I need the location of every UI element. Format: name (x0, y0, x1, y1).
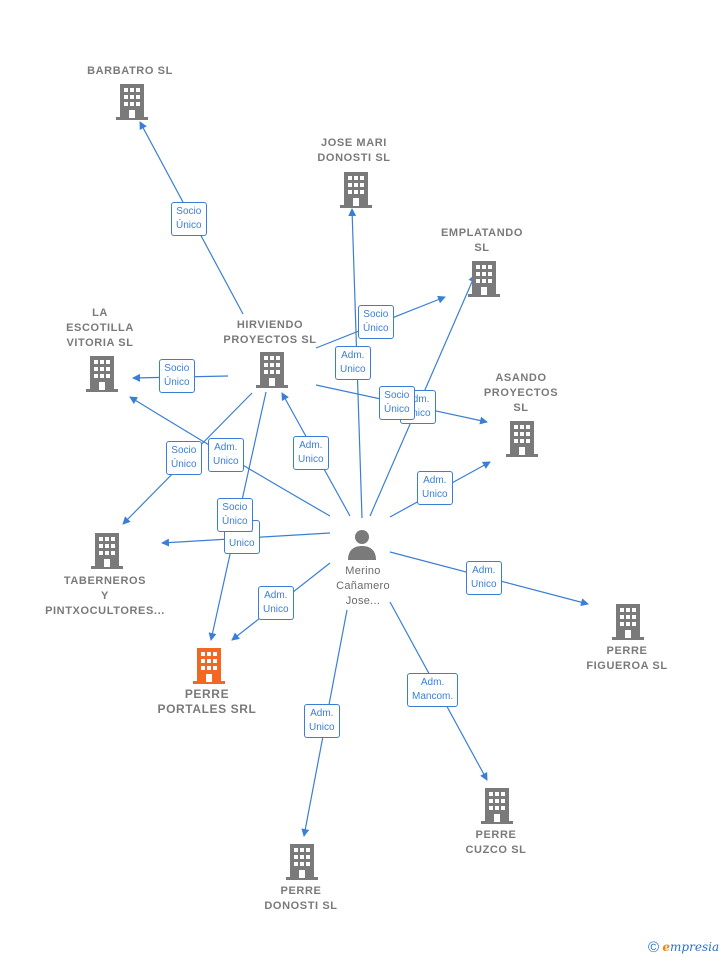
relation-badge[interactable]: Socio Único (159, 359, 195, 393)
node-label-emplatando[interactable]: EMPLATANDO SL (441, 227, 523, 254)
relation-badge[interactable]: Adm. Unico (208, 438, 244, 472)
relation-badge[interactable]: Socio Único (166, 441, 202, 475)
node-label-perre-cuzco[interactable]: PERRE CUZCO SL (465, 829, 527, 856)
relation-badge[interactable]: Adm. Unico (304, 704, 340, 738)
node-label-hirviendo[interactable]: HIRVIENDO PROYECTOS SL (223, 319, 317, 346)
node-label-taberneros[interactable]: TABERNEROS Y PINTXOCULTORES... (45, 575, 165, 617)
building-icon[interactable] (481, 788, 513, 824)
node-label-barbatro[interactable]: BARBATRO SL (87, 65, 173, 77)
building-icon[interactable] (506, 421, 538, 457)
relation-badge[interactable]: Adm. Unico (417, 471, 453, 505)
building-icon[interactable] (91, 533, 123, 569)
node-label-perre-figueroa[interactable]: PERRE FIGUEROA SL (586, 645, 668, 672)
building-icon[interactable] (286, 844, 318, 880)
relation-badge[interactable]: Adm. Unico (466, 561, 502, 595)
footer-brand[interactable]: © empresia (648, 939, 719, 956)
building-icon[interactable] (468, 261, 500, 297)
building-icon[interactable] (116, 84, 148, 120)
brand-name: mpresia (670, 940, 720, 954)
building-icon[interactable] (340, 172, 372, 208)
node-label-asando[interactable]: ASANDO PROYECTOS SL (483, 372, 559, 414)
relation-badge[interactable]: Socio Único (217, 498, 253, 532)
relation-badge[interactable]: Adm. Unico (258, 586, 294, 620)
relation-badge[interactable]: Socio Único (379, 386, 415, 420)
building-icon-highlighted[interactable] (193, 648, 225, 684)
building-icon[interactable] (612, 604, 644, 640)
relation-badge[interactable]: Adm. Unico (335, 346, 371, 380)
node-label-jose-mari[interactable]: JOSE MARI DONOSTI SL (317, 137, 391, 164)
relation-badge[interactable]: Adm. Mancom. (407, 673, 459, 707)
person-label[interactable]: Merino Cañamero Jose... (336, 565, 390, 607)
building-icon[interactable] (86, 356, 118, 392)
person-icon[interactable] (346, 528, 378, 560)
brand-initial: e (662, 940, 671, 954)
relation-badge[interactable]: Socio Único (171, 202, 207, 236)
building-icon[interactable] (256, 352, 288, 388)
node-label-perre-donosti[interactable]: PERRE DONOSTI SL (264, 885, 338, 912)
copyright-icon: © (648, 939, 660, 956)
relation-badge[interactable]: Socio Único (358, 305, 394, 339)
node-label-escotilla[interactable]: LA ESCOTILLA VITORIA SL (66, 307, 134, 349)
relation-badge[interactable]: Adm. Unico (293, 436, 329, 470)
node-label-perre-portales[interactable]: PERRE PORTALES SRL (157, 687, 257, 716)
